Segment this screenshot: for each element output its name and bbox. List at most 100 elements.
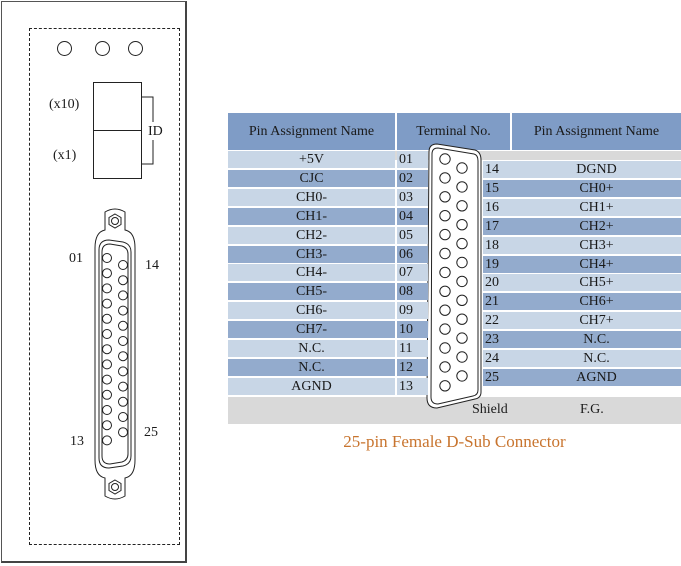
pin-number: 08 bbox=[397, 283, 428, 301]
pin-name: CH6- bbox=[228, 302, 395, 320]
id-switch-x10[interactable] bbox=[93, 82, 142, 131]
pin-socket-14 bbox=[118, 260, 128, 270]
table-row-left: CH3-06 bbox=[228, 245, 428, 263]
pin-socket-16 bbox=[456, 200, 468, 212]
pin-socket-2 bbox=[102, 268, 112, 279]
pin-socket-11 bbox=[102, 405, 112, 415]
pin-number: 13 bbox=[397, 377, 428, 395]
pin-socket-25 bbox=[118, 427, 128, 438]
pin-number: 04 bbox=[397, 207, 428, 225]
pin-socket-3 bbox=[439, 191, 451, 203]
id-switch-x1[interactable] bbox=[93, 130, 142, 179]
pin-number: 22 bbox=[483, 312, 512, 330]
led-indicator-3 bbox=[128, 41, 143, 56]
pin-socket-6 bbox=[439, 247, 451, 260]
pin-socket-20 bbox=[118, 351, 128, 362]
pin-number: 11 bbox=[397, 340, 428, 357]
pin-number: 17 bbox=[483, 217, 512, 235]
table-row-left: N.C.11 bbox=[228, 340, 428, 357]
pin-number: 06 bbox=[397, 245, 428, 263]
pin-name: AGND bbox=[512, 368, 681, 386]
pin-socket-9 bbox=[439, 304, 451, 316]
pin-name: +5V bbox=[228, 151, 395, 168]
pin-number: 25 bbox=[483, 368, 512, 386]
pin-name: CH7- bbox=[228, 321, 395, 339]
pin-socket-2 bbox=[439, 172, 451, 184]
pin-socket-5 bbox=[102, 313, 112, 324]
pin-socket-7 bbox=[102, 344, 112, 355]
pin-name: CH5+ bbox=[512, 274, 681, 292]
pin-name: N.C. bbox=[512, 350, 681, 367]
dsub-connector-table bbox=[426, 143, 482, 409]
pin-socket-12 bbox=[102, 420, 112, 431]
pin-socket-5 bbox=[439, 228, 451, 241]
pin-socket-17 bbox=[456, 219, 468, 231]
connector-shell-outer bbox=[426, 143, 482, 409]
pin-socket-17 bbox=[118, 305, 128, 316]
header-terminal-no: Terminal No. bbox=[397, 113, 510, 150]
table-row-left: CH6-09 bbox=[228, 302, 428, 320]
pin-number: 16 bbox=[483, 198, 512, 216]
pin-number: 23 bbox=[483, 331, 512, 349]
connector-caption: 25-pin Female D-Sub Connector bbox=[343, 432, 566, 451]
pin-number: 19 bbox=[483, 255, 512, 273]
table-row-left: CH4-07 bbox=[228, 264, 428, 282]
pin-name: CH6+ bbox=[512, 293, 681, 311]
pin-name: CJC bbox=[228, 169, 395, 187]
pin-socket-22 bbox=[456, 313, 468, 325]
pin-number: 24 bbox=[483, 350, 512, 367]
screw-nut-top-icon bbox=[108, 213, 122, 229]
connector-flange bbox=[94, 208, 136, 500]
pin-name: CH1+ bbox=[512, 198, 681, 216]
table-row-left: CH5-08 bbox=[228, 283, 428, 301]
pin-name: N.C. bbox=[228, 358, 395, 376]
pin-number: 10 bbox=[397, 321, 428, 339]
pin-socket-10 bbox=[439, 323, 451, 335]
pin-number: 09 bbox=[397, 302, 428, 320]
pin-socket-12 bbox=[439, 361, 451, 373]
pin-name: CH2- bbox=[228, 226, 395, 244]
pin-number: 01 bbox=[397, 151, 428, 168]
id-label-x10: (x10) bbox=[49, 97, 80, 112]
pin-label-13: 13 bbox=[70, 434, 84, 449]
id-label-x1: (x1) bbox=[53, 148, 77, 163]
pin-socket-9 bbox=[102, 374, 112, 385]
connector-shell-inner bbox=[430, 147, 479, 405]
pin-label-25: 25 bbox=[144, 425, 158, 440]
id-group-label: ID bbox=[148, 124, 163, 139]
pin-socket-19 bbox=[118, 336, 128, 346]
pin-socket-4 bbox=[102, 298, 112, 309]
pin-name: CH3+ bbox=[512, 236, 681, 254]
pin-socket-13 bbox=[102, 435, 112, 446]
pin-label-01: 01 bbox=[69, 251, 83, 266]
pin-socket-3 bbox=[102, 283, 112, 294]
pin-number: 18 bbox=[483, 236, 512, 254]
pin-name: CH0- bbox=[228, 188, 395, 206]
pin-name: DGND bbox=[512, 161, 681, 178]
pin-number: 03 bbox=[397, 188, 428, 206]
pin-number: 15 bbox=[483, 179, 512, 197]
header-left-name: Pin Assignment Name bbox=[228, 113, 395, 150]
pin-socket-14 bbox=[456, 162, 468, 174]
pin-socket-21 bbox=[118, 366, 128, 377]
pin-label-14: 14 bbox=[145, 258, 159, 273]
pin-socket-1 bbox=[439, 153, 451, 165]
pin-socket-8 bbox=[102, 359, 112, 370]
pin-socket-7 bbox=[439, 266, 451, 279]
pin-socket-8 bbox=[439, 285, 451, 298]
pin-socket-24 bbox=[118, 412, 128, 422]
pin-socket-15 bbox=[118, 275, 128, 286]
pin-name: CH4- bbox=[228, 264, 395, 282]
